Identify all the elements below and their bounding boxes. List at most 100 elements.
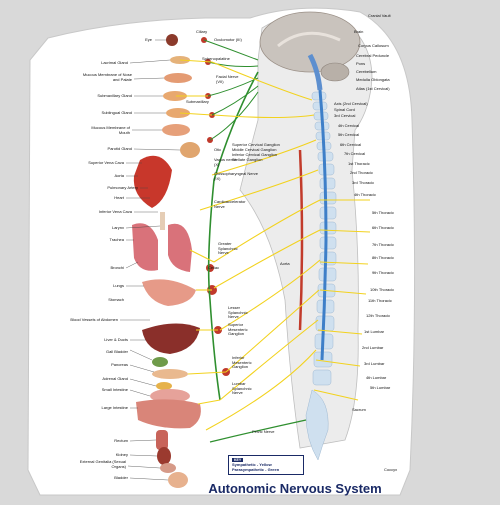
label-nasal-mucosa: Mucous Membrane of Nose and Palate	[82, 72, 132, 82]
label-1st-thoracic: 1st Thoracic	[348, 161, 370, 166]
label-oculomotor: Oculomotor (III)	[214, 37, 242, 42]
label-spinal-cord: Spinal Cord	[334, 107, 355, 112]
lungs	[132, 223, 192, 272]
rectum	[156, 430, 168, 450]
label-inferior-cervical-ganglion: Inferior Cervical Ganglion	[232, 152, 278, 157]
label-axis: Axis (2nd Cervical)	[334, 101, 368, 106]
label-large-intestine: Large Intestine	[101, 405, 128, 410]
label-lumbar-splanchnic-nerve: Lumbar Splanchnic Nerve	[232, 381, 252, 396]
bladder	[168, 472, 188, 488]
label-5th-lumbar: 5th Lumbar	[370, 385, 391, 390]
label-atlas: Atlas (1st Cervical)	[356, 86, 390, 91]
label-adrenal-gland: Adrenal Gland	[102, 376, 128, 381]
label-4th-thoracic: 4th Thoracic	[354, 192, 376, 197]
spinal-cord	[318, 89, 328, 361]
label-pelvic-nerve: Pelvic Nerve	[252, 429, 275, 434]
label-7th-thoracic: 7th Thoracic	[372, 242, 394, 247]
label-lesser-splanchnic-nerve: Lesser Splanchnic Nerve	[228, 305, 248, 320]
label-superior-vena-cava: Superior Vena Cava	[88, 160, 124, 165]
label-cerebellum: Cerebellum	[356, 69, 377, 74]
label-larynx: Larynx	[111, 225, 124, 230]
label-external-genitalia: External Genitalia (Sexual Organs)	[79, 459, 126, 469]
label-vagus-nerve: Vagus nerve (X)	[214, 157, 237, 167]
legend-key: KEY Sympathetic - Yellow Parasympathetic…	[228, 455, 304, 475]
label-trachea: Trachea	[109, 237, 124, 242]
label-glossopharyngeal-nerve: Glossopharyngeal Nerve (IX)	[214, 171, 259, 181]
label-sphenopalatine: Sphenopalatine	[202, 56, 230, 61]
gall-bladder	[152, 357, 168, 367]
aorta-vessel	[298, 149, 304, 331]
label-lacrimal-gland: Lacrimal Gland	[101, 60, 128, 65]
label-9th-thoracic: 9th Thoracic	[372, 270, 394, 275]
label-4th-cervical: 4th Cervical	[338, 123, 360, 128]
label-7th-cervical: 7th Cervical	[344, 151, 366, 156]
heart	[133, 155, 172, 208]
label-submaxillary: Submaxillary	[186, 99, 209, 104]
label-greater-splanchnic-nerve: Greater Splanchnic Nerve	[218, 241, 238, 256]
label-inferior-mesenteric-ganglion: Inferior Mesenteric Ganglion	[232, 355, 252, 370]
body-silhouette	[239, 12, 373, 449]
label-6th-cervical: 6th Cervical	[340, 142, 362, 147]
corpus-callosum	[277, 31, 341, 48]
label-cardioaccelerator-nerve: Cardioaccelerator Nerve	[214, 199, 246, 209]
pelvic-nerve	[209, 419, 307, 443]
label-coccyx: Coccyx	[384, 467, 398, 472]
adrenal-gland	[156, 382, 172, 390]
genitalia	[160, 463, 176, 473]
liver	[142, 323, 200, 354]
label-1st-lumbar: 1st Lumbar	[364, 329, 385, 334]
label-11th-thoracic: 11th Thoracic	[368, 298, 392, 303]
label-ciliary: Ciliary	[196, 29, 208, 34]
label-liver-ducts: Liver & Ducts	[104, 337, 128, 342]
sublingual-gland	[166, 108, 190, 118]
label-3rd-lumbar: 3rd Lumbar	[364, 361, 385, 366]
diagram-title: Autonomic Nervous System	[208, 481, 382, 496]
label-2nd-thoracic: 2nd Thoracic	[350, 170, 374, 175]
label-gall-bladder: Gall Bladder	[105, 349, 128, 354]
submaxillary-gland	[163, 91, 187, 101]
label-6th-thoracic: 6th Thoracic	[372, 225, 394, 230]
label-2nd-lumbar: 2nd Lumbar	[362, 345, 384, 350]
label-otic: Otic	[214, 147, 222, 152]
label-submaxillary-gland: Submaxillary Gland	[97, 93, 132, 98]
label-lungs: Lungs	[113, 283, 124, 288]
leader-lines	[120, 39, 181, 481]
label-superior-cervical-ganglion: Superior Cervical Ganglion	[232, 142, 280, 147]
eye	[166, 34, 178, 46]
label-bladder: Bladder	[114, 475, 128, 480]
label-parotid-gland: Parotid Gland	[107, 146, 132, 151]
label-superior-mesenteric-ganglion: Superior Mesenteric Ganglion	[228, 322, 248, 337]
label-stellate-ganglion: Stellate Ganglion	[232, 157, 263, 162]
label-small-intestine: Small Intestine	[101, 387, 128, 392]
label-3rd-cervical: 3rd Cervical	[334, 113, 356, 118]
label-aorta-middle: Aorta	[280, 261, 290, 266]
label-cranial-vault: Cranial Vault	[368, 13, 391, 18]
label-inferior-vena-cava: Inferior Vena Cava	[98, 209, 132, 214]
brain-stem	[307, 53, 323, 91]
stomach	[142, 279, 196, 306]
label-eye: Eye	[145, 37, 152, 42]
label-12th-thoracic: 12th Thoracic	[366, 313, 391, 318]
kidney	[157, 447, 171, 465]
label-cerebral-peduncle: Cerebral Peduncle	[356, 53, 390, 58]
label-heart: Heart	[114, 195, 124, 200]
label-kidney: Kidney	[115, 452, 128, 457]
label-8th-thoracic: 8th Thoracic	[372, 255, 394, 260]
nasal-mucosa	[164, 73, 192, 83]
label-5th-cervical: 5th Cervical	[338, 132, 360, 137]
label-medulla-oblongata: Medulla Oblongata	[356, 77, 390, 82]
label-celiac: Celiac	[208, 265, 220, 270]
vagus-nerve	[207, 71, 259, 401]
label-corpus-callosum: Corpus Callosum	[358, 43, 389, 48]
vertebral-column	[305, 91, 337, 461]
label-pulmonary-artery: Pulmonary Artery	[107, 185, 138, 190]
label-3rd-thoracic: 3rd Thoracic	[352, 180, 375, 185]
label-mouth-mucosa: Mucous Membrane of Mouth	[91, 125, 130, 135]
label-10th-thoracic: 10th Thoracic	[370, 287, 395, 292]
label-rectum: Rectum	[114, 438, 128, 443]
label-4th-lumbar: 4th Lumbar	[366, 375, 387, 380]
large-intestine	[136, 399, 201, 429]
label-5th-thoracic: 5th Thoracic	[372, 210, 394, 215]
